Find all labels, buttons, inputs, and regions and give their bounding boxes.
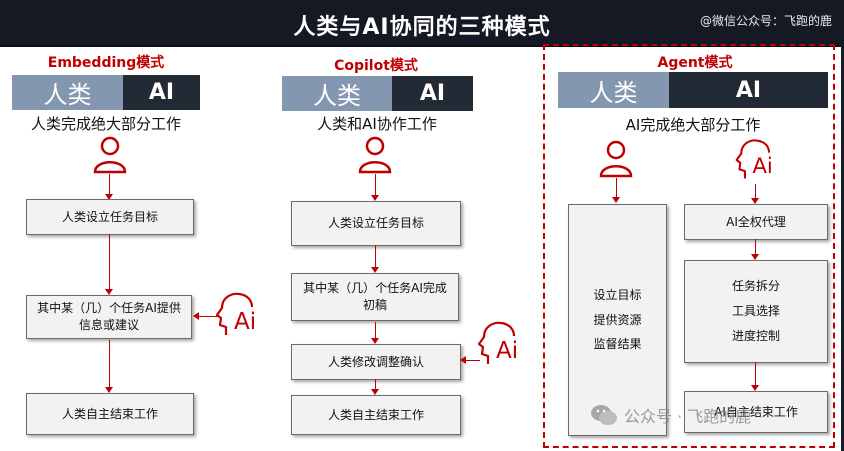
ai-head-icon: Ai [477, 321, 518, 364]
connector [199, 316, 219, 317]
wechat-watermark-text: 公众号 · 飞跑的鹿 [624, 407, 752, 426]
human-icon [599, 140, 633, 178]
human-icon [93, 136, 127, 174]
arrow-down [105, 387, 113, 393]
agent-human-box: 设立目标 提供资源 监督结果 [568, 204, 667, 436]
agent-ai-step-3: AI自主结束工作 [684, 391, 828, 433]
agent-highlight-frame [543, 44, 835, 448]
connector [109, 174, 110, 195]
connector [755, 362, 756, 386]
copilot-step-2: 其中某（几）个任务AI完成初稿 [291, 273, 459, 321]
copilot-ratio-bar: 人类 AI [282, 76, 473, 111]
ai-share: AI [123, 75, 200, 110]
agent-human-step: 监督结果 [593, 337, 642, 352]
copilot-mode-title: Copilot模式 [334, 58, 418, 74]
agent-mode-title: Agent模式 [657, 55, 733, 71]
ai-share: AI [669, 72, 828, 108]
human-share: 人类 [12, 75, 123, 110]
arrow-down [612, 197, 620, 203]
title-bar: 人类与AI协同的三种模式 @微信公众号：飞跑的鹿 [0, 0, 844, 47]
ai-share: AI [392, 76, 473, 111]
connector [375, 174, 376, 196]
ai-head-icon: Ai [735, 139, 773, 179]
connector [375, 322, 376, 339]
embedding-step-1: 人类设立任务目标 [26, 199, 194, 235]
right-border [841, 45, 844, 451]
arrow-down [371, 338, 379, 344]
copilot-step-1: 人类设立任务目标 [291, 201, 461, 246]
agent-ai-substep: 任务拆分 [731, 279, 780, 294]
connector [375, 245, 376, 268]
copilot-step-3: 人类修改调整确认 [291, 344, 461, 380]
embedding-ratio-bar: 人类 AI [12, 75, 200, 110]
agent-human-step: 设立目标 [593, 287, 642, 302]
page-title: 人类与AI协同的三种模式 [293, 15, 551, 40]
embedding-step-2: 其中某（几）个任务AI提供信息或建议 [26, 295, 192, 339]
agent-ai-substep: 进度控制 [731, 328, 780, 343]
agent-human-step: 提供资源 [593, 312, 642, 327]
connector [616, 178, 617, 198]
arrow-down [751, 198, 759, 204]
copilot-subtitle: 人类和AI协作工作 [317, 115, 437, 133]
agent-subtitle: AI完成绝大部分工作 [625, 116, 761, 134]
connector [755, 239, 756, 255]
arrow-down [751, 254, 759, 260]
embedding-step-3: 人类自主结束工作 [26, 393, 194, 435]
ai-badge-text: Ai [496, 338, 518, 364]
arrow-down [371, 389, 379, 395]
human-share: 人类 [282, 76, 392, 111]
connector [109, 234, 110, 290]
wechat-icon [591, 405, 617, 425]
agent-human-steps: 设立目标 提供资源 监督结果 [593, 287, 641, 353]
ai-head-icon: Ai [215, 292, 256, 335]
agent-ai-step-2: 任务拆分 工具选择 进度控制 [684, 260, 828, 363]
arrow-down [105, 194, 113, 200]
arrow-down [371, 267, 379, 273]
connector [466, 360, 480, 361]
agent-ratio-bar: 人类 AI [558, 72, 828, 108]
agent-ai-substeps: 任务拆分 工具选择 进度控制 [732, 278, 780, 344]
agent-ai-step-1: AI全权代理 [684, 204, 828, 240]
connector [375, 379, 376, 390]
arrow-down [105, 289, 113, 295]
embedding-subtitle: 人类完成绝大部分工作 [30, 115, 181, 133]
arrow-down [751, 385, 759, 391]
watermark-text: @微信公众号：飞跑的鹿 [699, 14, 832, 28]
arrow-left [460, 356, 466, 364]
arrow-down [371, 195, 379, 201]
embedding-mode-title: Embedding模式 [47, 55, 165, 71]
connector [109, 340, 110, 388]
human-icon [358, 136, 392, 174]
ai-badge-text: Ai [752, 154, 772, 179]
agent-ai-substep: 工具选择 [731, 304, 780, 319]
copilot-step-4: 人类自主结束工作 [291, 395, 461, 435]
connector [755, 184, 756, 199]
human-share: 人类 [558, 72, 669, 108]
arrow-left [193, 312, 199, 320]
ai-badge-text: Ai [234, 309, 256, 335]
wechat-watermark: 公众号 · 飞跑的鹿 [590, 403, 751, 427]
